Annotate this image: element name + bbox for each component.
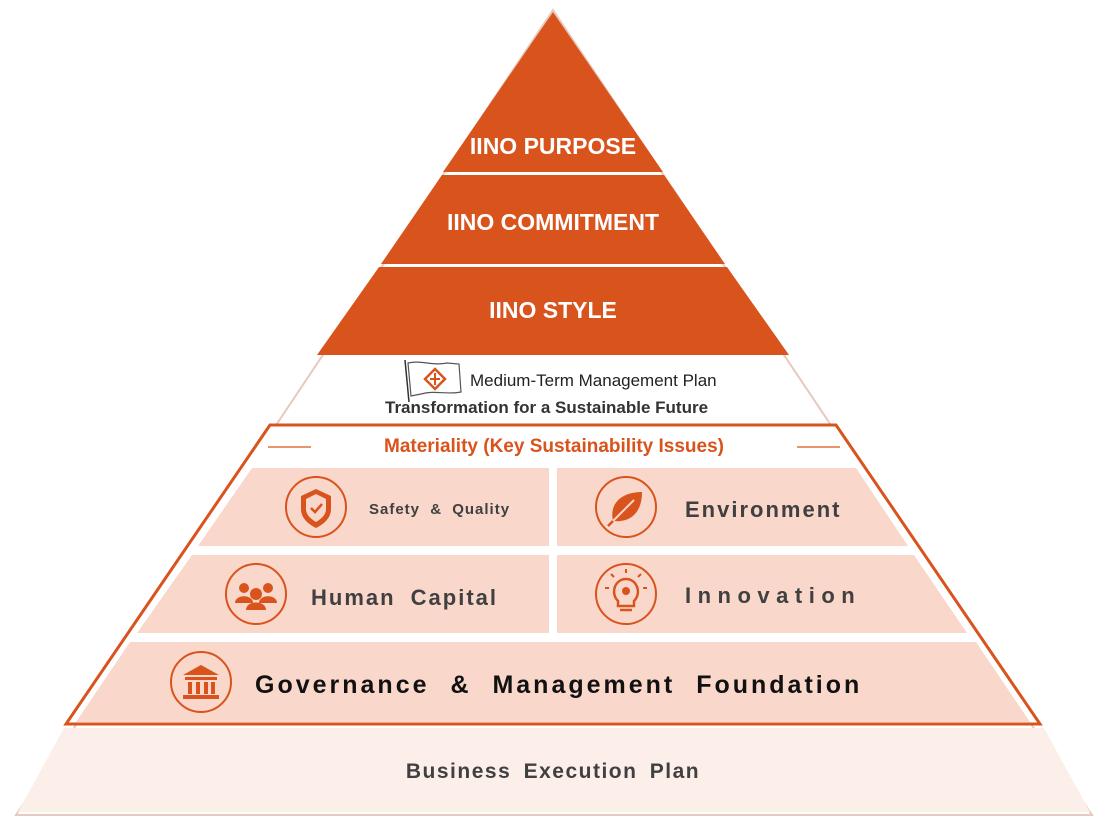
tier-purpose-label: IINO PURPOSE	[469, 133, 637, 159]
plan-subtitle: Transformation for a Sustainable Future	[385, 398, 709, 417]
tier-purpose	[443, 12, 663, 172]
governance-label: Governance & Management Foundation	[255, 671, 863, 699]
band-governance	[76, 642, 1030, 722]
tier-style	[317, 267, 789, 355]
leaf-icon	[595, 476, 657, 538]
company-flag-icon	[404, 359, 462, 403]
band-business-execution	[18, 728, 1090, 812]
band-human-capital	[137, 555, 549, 633]
plan-title: Medium-Term Management Plan	[470, 371, 717, 390]
tier-commitment-label: IINO COMMITMENT	[446, 209, 660, 235]
tier-commitment	[381, 175, 725, 264]
environment-label: Environment	[685, 497, 842, 522]
shield-check-icon	[285, 476, 347, 538]
materiality-heading: Materiality (Key Sustainability Issues)	[383, 436, 725, 457]
innovation-label: Innovation	[685, 583, 862, 608]
lightbulb-icon	[595, 563, 657, 625]
band-innovation	[557, 555, 967, 633]
band-safety-quality	[198, 468, 549, 546]
safety-quality-label: Safety & Quality	[369, 501, 511, 518]
bank-building-icon	[170, 651, 232, 713]
business-execution-label: Business Execution Plan	[405, 760, 701, 783]
band-environment	[557, 468, 908, 546]
tier-style-label: IINO STYLE	[489, 297, 617, 323]
human-capital-label: Human Capital	[311, 585, 499, 610]
people-icon	[225, 563, 287, 625]
